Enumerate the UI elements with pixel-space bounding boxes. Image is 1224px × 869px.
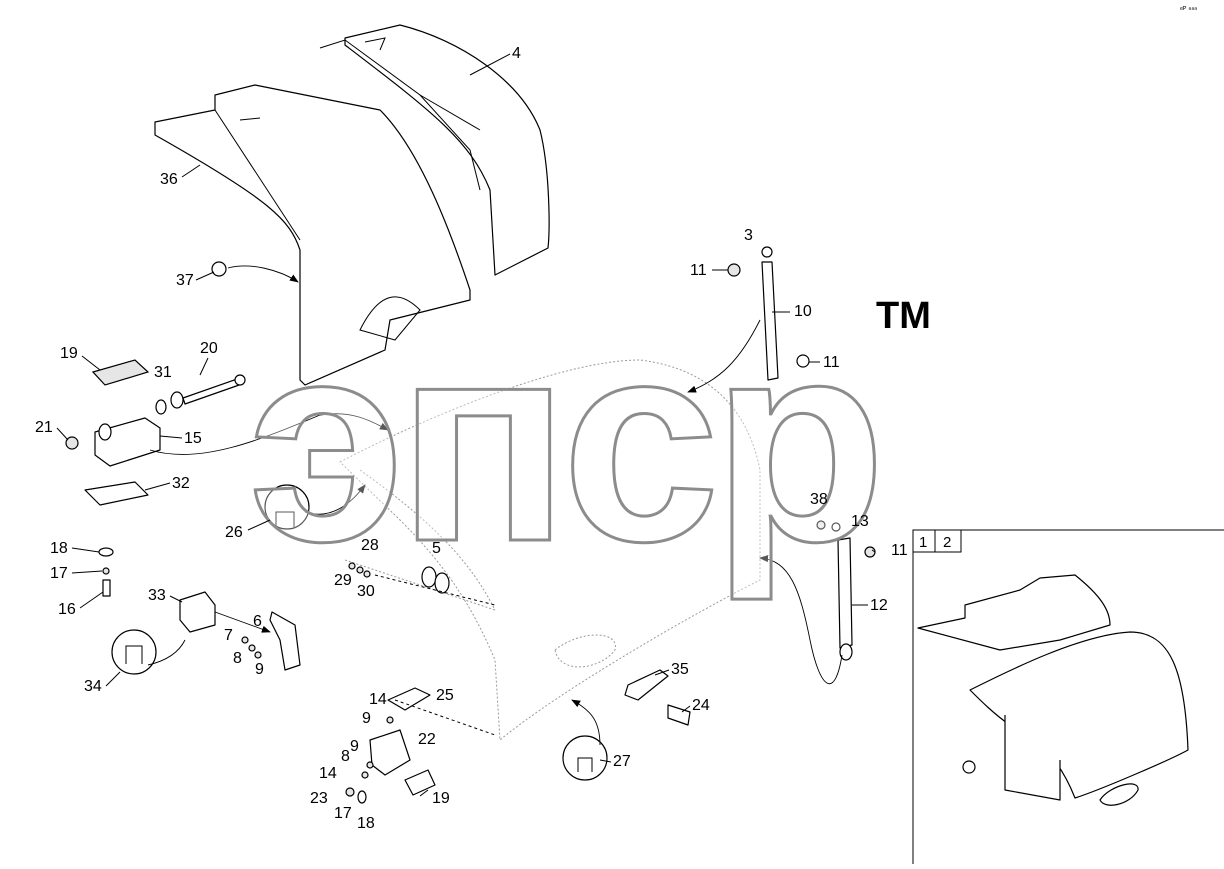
part-11-nut-b — [796, 354, 810, 368]
part-21-nut — [65, 436, 79, 450]
part-13-washer — [831, 522, 841, 532]
callout-label: 16 — [58, 601, 76, 618]
part-19-plate-top — [91, 359, 150, 386]
part-16-bolt — [102, 579, 111, 597]
part-4-cover — [319, 24, 550, 276]
callout-label: 10 — [794, 303, 812, 320]
part-19-plate-bottom — [404, 769, 436, 796]
label-leaders — [56, 53, 876, 797]
callout-label: 19 — [432, 790, 450, 807]
callout-label: 15 — [184, 430, 202, 447]
part-31-washer-a — [155, 399, 167, 415]
corner-mark: ᵉᴾ ⁿⁿⁿ — [1180, 5, 1197, 14]
callout-label: 38 — [810, 491, 828, 508]
part-22-bracket — [369, 729, 411, 776]
hood-shell — [339, 359, 761, 742]
callout-label: 27 — [613, 753, 631, 770]
callout-label: 33 — [148, 587, 166, 604]
callout-label: 35 — [671, 661, 689, 678]
callout-label: 19 — [60, 345, 78, 362]
callout-label: 21 — [35, 419, 53, 436]
part-17-washer — [102, 567, 110, 575]
callout-label: 9 — [350, 738, 359, 755]
part-18-washer — [98, 547, 114, 557]
callout-label: 31 — [154, 364, 172, 381]
part-5-washer-b — [434, 572, 450, 594]
callout-label: 17 — [334, 805, 352, 822]
inset-assembled-cover — [917, 574, 1189, 806]
inset-tab-2-label: 2 — [943, 534, 951, 551]
callout-label: 24 — [692, 697, 710, 714]
leader-arrows — [147, 265, 843, 746]
inset-panel: 1 2 — [912, 529, 1224, 869]
part-34-detail — [111, 629, 157, 675]
callout-label: 20 — [200, 340, 218, 357]
callout-label: 12 — [870, 597, 888, 614]
callout-label: 6 — [253, 613, 262, 630]
callout-label: 22 — [418, 731, 436, 748]
callout-label: 11 — [690, 262, 707, 279]
inset-tab-1-label: 1 — [919, 534, 927, 551]
callout-label: 34 — [84, 678, 102, 695]
inset-tab-2 — [934, 529, 962, 553]
part-37-washer — [211, 261, 227, 277]
part-31-washer-b — [170, 391, 184, 409]
callout-label: 13 — [851, 513, 869, 530]
lower-bracket-group — [345, 687, 436, 804]
callout-label: 3 — [744, 227, 753, 244]
part-38-screw — [816, 520, 826, 530]
hinge-assembly-left — [65, 261, 246, 597]
callout-label: 37 — [176, 272, 194, 289]
part-12-strap — [816, 520, 876, 661]
callout-label: 14 — [369, 691, 387, 708]
watermark: эпср TM — [247, 282, 931, 604]
callout-label: 5 — [432, 540, 441, 557]
part-24-keys — [667, 704, 691, 726]
part-33-bracket — [179, 591, 216, 633]
watermark-tm: TM — [876, 295, 931, 337]
callout-label: 9 — [362, 710, 371, 727]
part-11-nut-a — [727, 263, 741, 277]
callout-label: 14 — [319, 765, 337, 782]
lock-assembly — [111, 484, 608, 781]
callout-labels: 4 36 37 3 11 10 11 19 20 31 21 15 32 26 … — [35, 45, 908, 832]
callout-label: 17 — [50, 565, 68, 582]
callout-label: 11 — [823, 354, 840, 371]
fasteners-center — [348, 562, 450, 594]
part-25-pin — [387, 687, 431, 711]
part-36-cover — [154, 84, 471, 386]
part-10-gas-strut — [727, 246, 810, 381]
callout-label: 9 — [255, 661, 264, 678]
callout-label: 25 — [436, 687, 454, 704]
callout-label: 30 — [357, 583, 375, 600]
callout-label: 8 — [233, 650, 242, 667]
callout-label: 8 — [341, 748, 350, 765]
callout-label: 36 — [160, 171, 178, 188]
handle-assembly — [624, 669, 691, 726]
part-20-bolt — [182, 377, 243, 405]
callout-label: 29 — [334, 572, 352, 589]
callout-label: 4 — [512, 45, 521, 62]
callout-label: 18 — [50, 540, 68, 557]
callout-label: 26 — [225, 524, 243, 541]
part-35-handle — [624, 669, 669, 701]
callout-label: 11 — [891, 542, 908, 559]
callout-label: 28 — [361, 537, 379, 554]
part-32-plate — [84, 481, 149, 506]
part-6-latch — [269, 611, 301, 671]
callout-label: 32 — [172, 475, 190, 492]
callout-label: 18 — [357, 815, 375, 832]
watermark-text: эпср — [248, 283, 878, 602]
callout-label: 7 — [224, 627, 233, 644]
callout-label: 23 — [310, 790, 328, 807]
